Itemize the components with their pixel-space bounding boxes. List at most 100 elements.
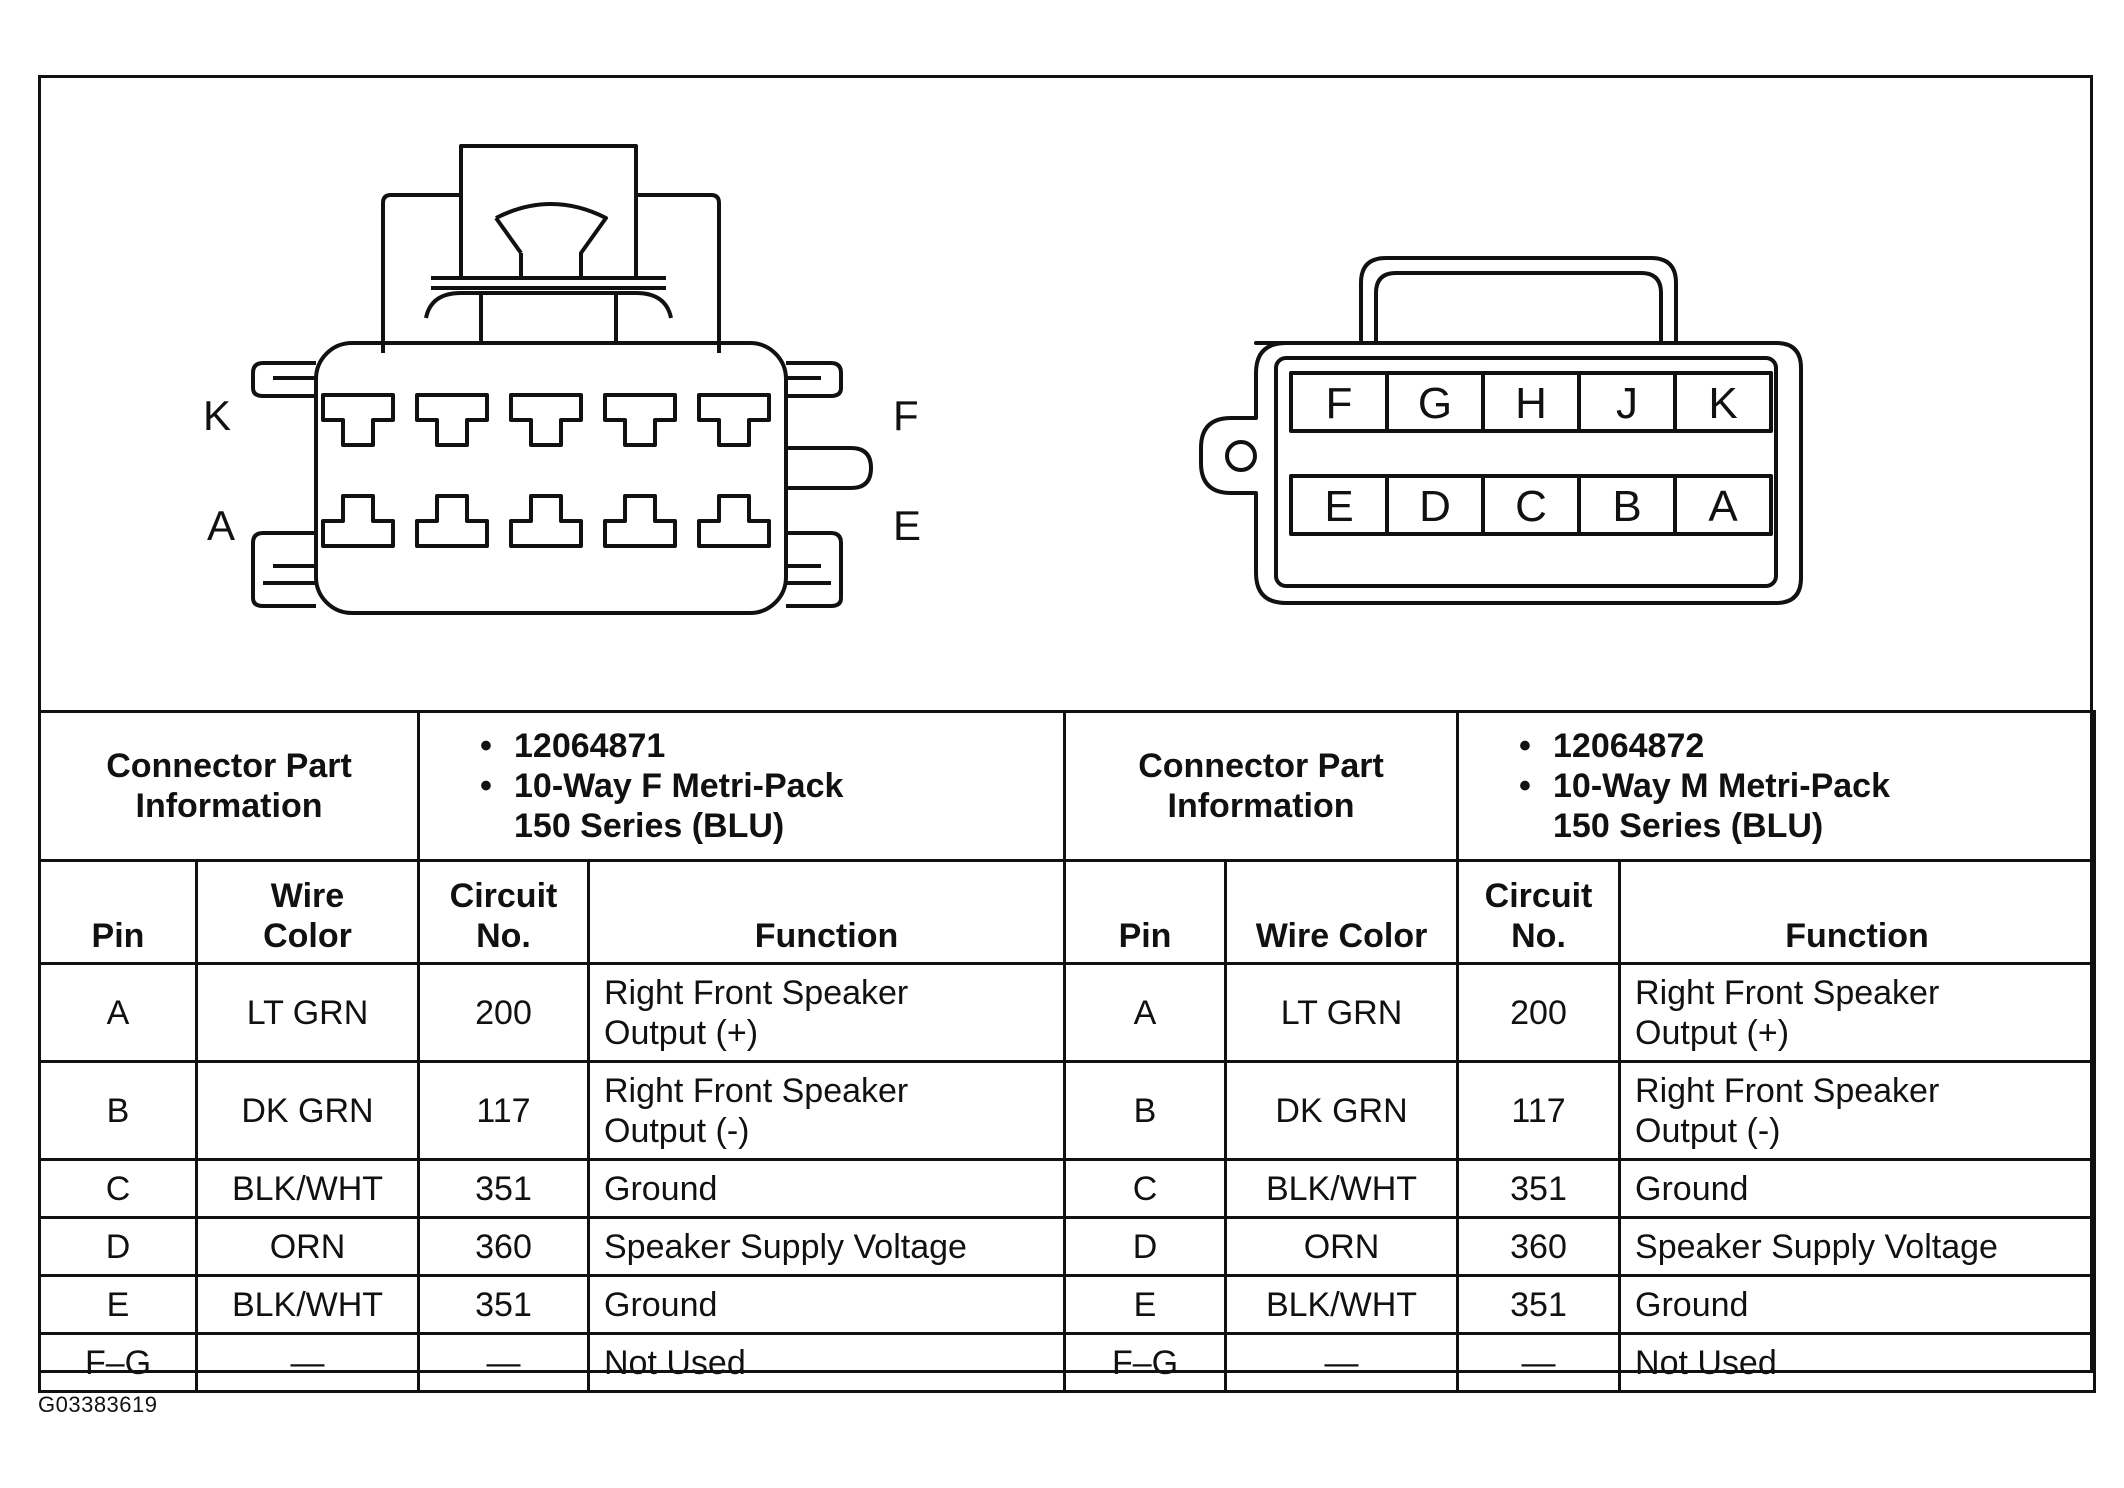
circuit-cell: — bbox=[1456, 1332, 1622, 1393]
connector-diagram: K A F E F G H J K E D C B A bbox=[203, 144, 1803, 615]
header-function: Function bbox=[586, 859, 1067, 965]
pin-cell: B bbox=[1063, 1060, 1228, 1161]
right-pin-top-1: F bbox=[1326, 379, 1353, 428]
wire-color-cell: DK GRN bbox=[1224, 1060, 1460, 1161]
right-pin-top-2: G bbox=[1418, 379, 1452, 428]
function-cell: Ground bbox=[586, 1274, 1067, 1335]
wire-color-cell: — bbox=[195, 1332, 420, 1393]
pin-cell: C bbox=[1063, 1158, 1228, 1219]
wire-color-cell: LT GRN bbox=[195, 962, 420, 1063]
pin-cell: B bbox=[38, 1060, 198, 1161]
right-connector-latch bbox=[1359, 256, 1678, 343]
info-row: Connector Part Information •12064871 •10… bbox=[38, 710, 2097, 862]
diagram-frame: K A F E F G H J K E D C B A bbox=[38, 75, 2093, 1373]
function-cell: Not Used bbox=[1618, 1332, 2097, 1393]
right-connector-body bbox=[1199, 341, 1803, 605]
header-pin: Pin bbox=[1063, 859, 1228, 965]
right-part-number: 12064872 bbox=[1553, 727, 1705, 765]
wire-color-cell: BLK/WHT bbox=[195, 1158, 420, 1219]
left-label-e: E bbox=[893, 502, 921, 549]
pin-cell: E bbox=[1063, 1274, 1228, 1335]
pin-cell: A bbox=[38, 962, 198, 1063]
circuit-cell: 351 bbox=[417, 1274, 590, 1335]
left-cavities-top bbox=[321, 393, 771, 447]
circuit-cell: 351 bbox=[417, 1158, 590, 1219]
left-label-k: K bbox=[203, 392, 231, 439]
wire-color-cell: LT GRN bbox=[1224, 962, 1460, 1063]
function-cell: Speaker Supply Voltage bbox=[1618, 1216, 2097, 1277]
circuit-cell: 117 bbox=[417, 1060, 590, 1161]
left-part-number: 12064871 bbox=[514, 727, 666, 765]
right-pin-bottom-4: B bbox=[1612, 482, 1641, 531]
right-pin-bottom-1: E bbox=[1324, 482, 1353, 531]
connector-table: Connector Part Information •12064871 •10… bbox=[38, 710, 2097, 1393]
wire-color-cell: DK GRN bbox=[195, 1060, 420, 1161]
pin-cell: F–G bbox=[1063, 1332, 1228, 1393]
pin-cell: F–G bbox=[38, 1332, 198, 1393]
function-cell: Ground bbox=[1618, 1158, 2097, 1219]
left-label-a: A bbox=[207, 502, 235, 549]
right-pin-bottom-3: C bbox=[1515, 482, 1547, 531]
pin-cell: C bbox=[38, 1158, 198, 1219]
circuit-cell: 117 bbox=[1456, 1060, 1622, 1161]
right-pin-top-4: J bbox=[1616, 379, 1638, 428]
wire-color-cell: — bbox=[1224, 1332, 1460, 1393]
circuit-cell: 360 bbox=[417, 1216, 590, 1277]
function-cell: Ground bbox=[586, 1158, 1067, 1219]
right-info-label: Connector Part Information bbox=[1063, 710, 1460, 862]
pin-cell: E bbox=[38, 1274, 198, 1335]
header-pin: Pin bbox=[38, 859, 198, 965]
right-pin-bottom-5: A bbox=[1708, 482, 1738, 531]
function-cell: Speaker Supply Voltage bbox=[586, 1216, 1067, 1277]
pin-cell: A bbox=[1063, 962, 1228, 1063]
function-cell: Ground bbox=[1618, 1274, 2097, 1335]
function-cell: Not Used bbox=[586, 1332, 1067, 1393]
left-info-label: Connector Part Information bbox=[38, 710, 420, 862]
wire-color-cell: BLK/WHT bbox=[195, 1274, 420, 1335]
right-pins-top-frame bbox=[1289, 371, 1773, 433]
wire-color-cell: BLK/WHT bbox=[1224, 1158, 1460, 1219]
header-wire-color: Wire Color bbox=[1224, 859, 1460, 965]
right-connector bbox=[1199, 256, 1803, 605]
right-pin-bottom-2: D bbox=[1419, 482, 1451, 531]
circuit-cell: — bbox=[417, 1332, 590, 1393]
circuit-cell: 351 bbox=[1456, 1158, 1622, 1219]
circuit-cell: 360 bbox=[1456, 1216, 1622, 1277]
left-connector bbox=[251, 144, 873, 615]
figure-id: G03383619 bbox=[38, 1392, 158, 1417]
circuit-cell: 351 bbox=[1456, 1274, 1622, 1335]
wire-color-cell: ORN bbox=[195, 1216, 420, 1277]
wire-color-cell: BLK/WHT bbox=[1224, 1274, 1460, 1335]
left-connector-body bbox=[314, 341, 788, 615]
header-function: Function bbox=[1618, 859, 2097, 965]
left-connector-latch bbox=[381, 144, 721, 353]
pin-cell: D bbox=[1063, 1216, 1228, 1277]
left-label-f: F bbox=[893, 392, 919, 439]
pin-cell: D bbox=[38, 1216, 198, 1277]
left-cavities-bottom bbox=[321, 494, 771, 548]
circuit-cell: 200 bbox=[417, 962, 590, 1063]
wire-color-cell: ORN bbox=[1224, 1216, 1460, 1277]
right-pin-top-5: K bbox=[1708, 379, 1737, 428]
right-pins-bottom-frame bbox=[1289, 474, 1773, 536]
circuit-cell: 200 bbox=[1456, 962, 1622, 1063]
